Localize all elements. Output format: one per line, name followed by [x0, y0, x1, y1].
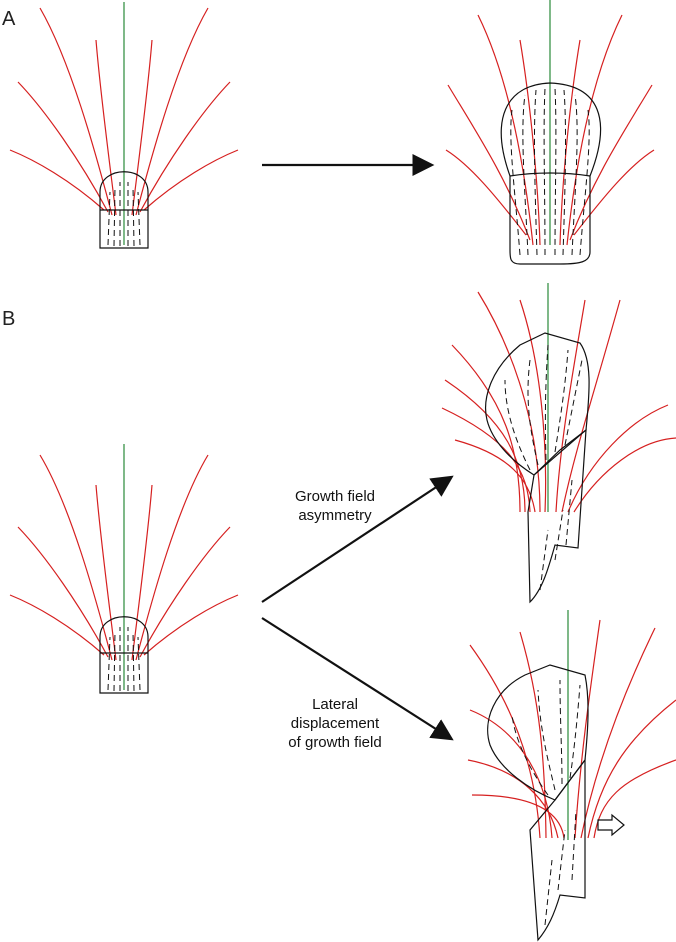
- panel-a-grown-tip: [445, 0, 655, 265]
- panel-b-upper-arrow: [261, 475, 454, 603]
- caption-lateral-displacement: Lateral displacement of growth field: [255, 695, 415, 752]
- panel-b-asymmetry-tip: [441, 283, 676, 604]
- displacement-arrow-icon: [597, 813, 625, 837]
- panel-label-a: A: [2, 8, 16, 30]
- caption-line: Lateral: [312, 696, 358, 713]
- panel-b-initial-dashes: [107, 627, 141, 692]
- caption-line: asymmetry: [298, 507, 372, 524]
- panel-a-initial-tip: [9, 2, 239, 249]
- panel-b-lower-arrow: [261, 617, 454, 741]
- panel-b-displacement-tip: [467, 610, 676, 942]
- caption-line: displacement: [290, 715, 380, 732]
- caption-line: of growth field: [288, 734, 382, 751]
- panel-b-asymmetry-dashes: [504, 344, 583, 591]
- caption-line: Growth field: [294, 488, 376, 505]
- caption-growth-field-asymmetry: Growth field asymmetry: [270, 487, 400, 525]
- panel-label-b: B: [2, 308, 16, 330]
- panel-b-initial-tip: [9, 444, 239, 694]
- panel-b-displacement-dashes: [511, 679, 581, 926]
- panel-a-grown-dashes: [510, 87, 590, 256]
- panel-a-initial-dashes: [107, 182, 141, 247]
